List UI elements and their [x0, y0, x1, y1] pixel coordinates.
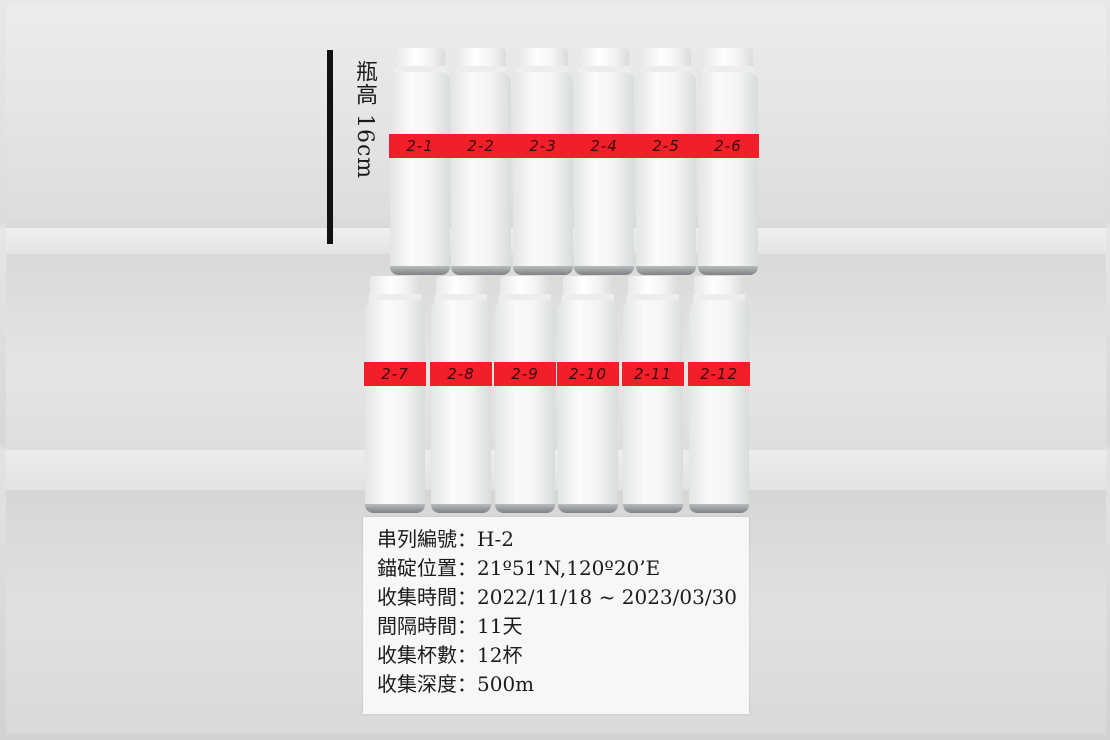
bottle-sediment: [495, 504, 555, 513]
bottle-body: [636, 72, 696, 275]
sample-bottle: 2-10: [557, 276, 619, 513]
bottle-neck: [578, 66, 630, 74]
upper-step-face: [6, 254, 1106, 450]
bottle-body: [623, 300, 683, 513]
bottle-sediment: [698, 266, 758, 275]
bottle-cap: [456, 48, 506, 66]
bottle-cap: [641, 48, 691, 66]
bottle-neck: [640, 66, 692, 74]
sample-bottle: 2-3: [512, 48, 574, 275]
bottle-label-tape: 2-7: [364, 362, 426, 386]
bottle-neck: [499, 294, 551, 302]
info-line-depth: 收集深度：500m: [377, 672, 535, 696]
bottle-label-tape: 2-3: [512, 134, 574, 158]
sample-bottle: 2-2: [450, 48, 512, 275]
sample-bottle: 2-7: [364, 276, 426, 513]
info-line-mooring-position: 錨碇位置：21º51’N,120º20’E: [377, 556, 661, 580]
bottle-sediment: [636, 266, 696, 275]
info-line-cup-count: 收集杯數：12杯: [377, 643, 523, 667]
bottle-body: [495, 300, 555, 513]
bottle-neck: [702, 66, 754, 74]
bottle-body: [689, 300, 749, 513]
bottle-label-tape: 2-4: [573, 134, 635, 158]
lower-step-top: [6, 450, 1106, 490]
scale-label: 瓶高 16cm: [352, 60, 377, 180]
bottle-body: [698, 72, 758, 275]
bottle-sediment: [513, 266, 573, 275]
bottle-sediment: [574, 266, 634, 275]
bottle-cap: [563, 276, 613, 294]
bottle-body: [574, 72, 634, 275]
sample-bottle: 2-8: [430, 276, 492, 513]
sample-bottle: 2-1: [389, 48, 451, 275]
sample-bottle: 2-9: [494, 276, 556, 513]
bottle-body: [431, 300, 491, 513]
bottle-neck: [369, 294, 421, 302]
sample-bottle: 2-5: [635, 48, 697, 275]
info-line-interval: 間隔時間：11天: [377, 614, 523, 638]
bottle-neck: [693, 294, 745, 302]
bottle-sediment: [623, 504, 683, 513]
bottle-label-tape: 2-12: [688, 362, 750, 386]
bottle-label-tape: 2-9: [494, 362, 556, 386]
bottle-neck: [455, 66, 507, 74]
bottle-label-tape: 2-10: [557, 362, 619, 386]
bottle-body: [513, 72, 573, 275]
bottle-label-tape: 2-6: [697, 134, 759, 158]
bottle-body: [451, 72, 511, 275]
bottle-label-tape: 2-2: [450, 134, 512, 158]
bottle-cap: [395, 48, 445, 66]
sample-bottle: 2-11: [622, 276, 684, 513]
bottle-cap: [518, 48, 568, 66]
bottle-body: [365, 300, 425, 513]
bottle-cap: [500, 276, 550, 294]
bottle-neck: [394, 66, 446, 74]
bottle-neck: [562, 294, 614, 302]
bottle-neck: [435, 294, 487, 302]
info-line-collection-period: 收集時間：2022/11/18 ~ 2023/03/30: [377, 585, 738, 609]
bottle-cap: [370, 276, 420, 294]
bottle-neck: [517, 66, 569, 74]
bottle-label-tape: 2-11: [622, 362, 684, 386]
sample-bottle: 2-4: [573, 48, 635, 275]
bottle-cap: [628, 276, 678, 294]
bottle-sediment: [431, 504, 491, 513]
info-line-series: 串列編號：H-2: [377, 527, 514, 551]
bottle-label-tape: 2-8: [430, 362, 492, 386]
bottle-label-tape: 2-1: [389, 134, 451, 158]
bottle-body: [558, 300, 618, 513]
bottle-body: [390, 72, 450, 275]
bottle-sediment: [558, 504, 618, 513]
bottle-neck: [627, 294, 679, 302]
bottle-sediment: [451, 266, 511, 275]
scale-bar: [327, 50, 333, 244]
bottle-cap: [579, 48, 629, 66]
bottle-sediment: [390, 266, 450, 275]
bottle-label-tape: 2-5: [635, 134, 697, 158]
bottle-sediment: [689, 504, 749, 513]
bottle-sediment: [365, 504, 425, 513]
info-card: 串列編號：H-2 錨碇位置：21º51’N,120º20’E 收集時間：2022…: [363, 517, 749, 714]
sample-bottle: 2-12: [688, 276, 750, 513]
bottle-cap: [436, 276, 486, 294]
bottle-cap: [703, 48, 753, 66]
bottle-cap: [694, 276, 744, 294]
sample-bottle: 2-6: [697, 48, 759, 275]
